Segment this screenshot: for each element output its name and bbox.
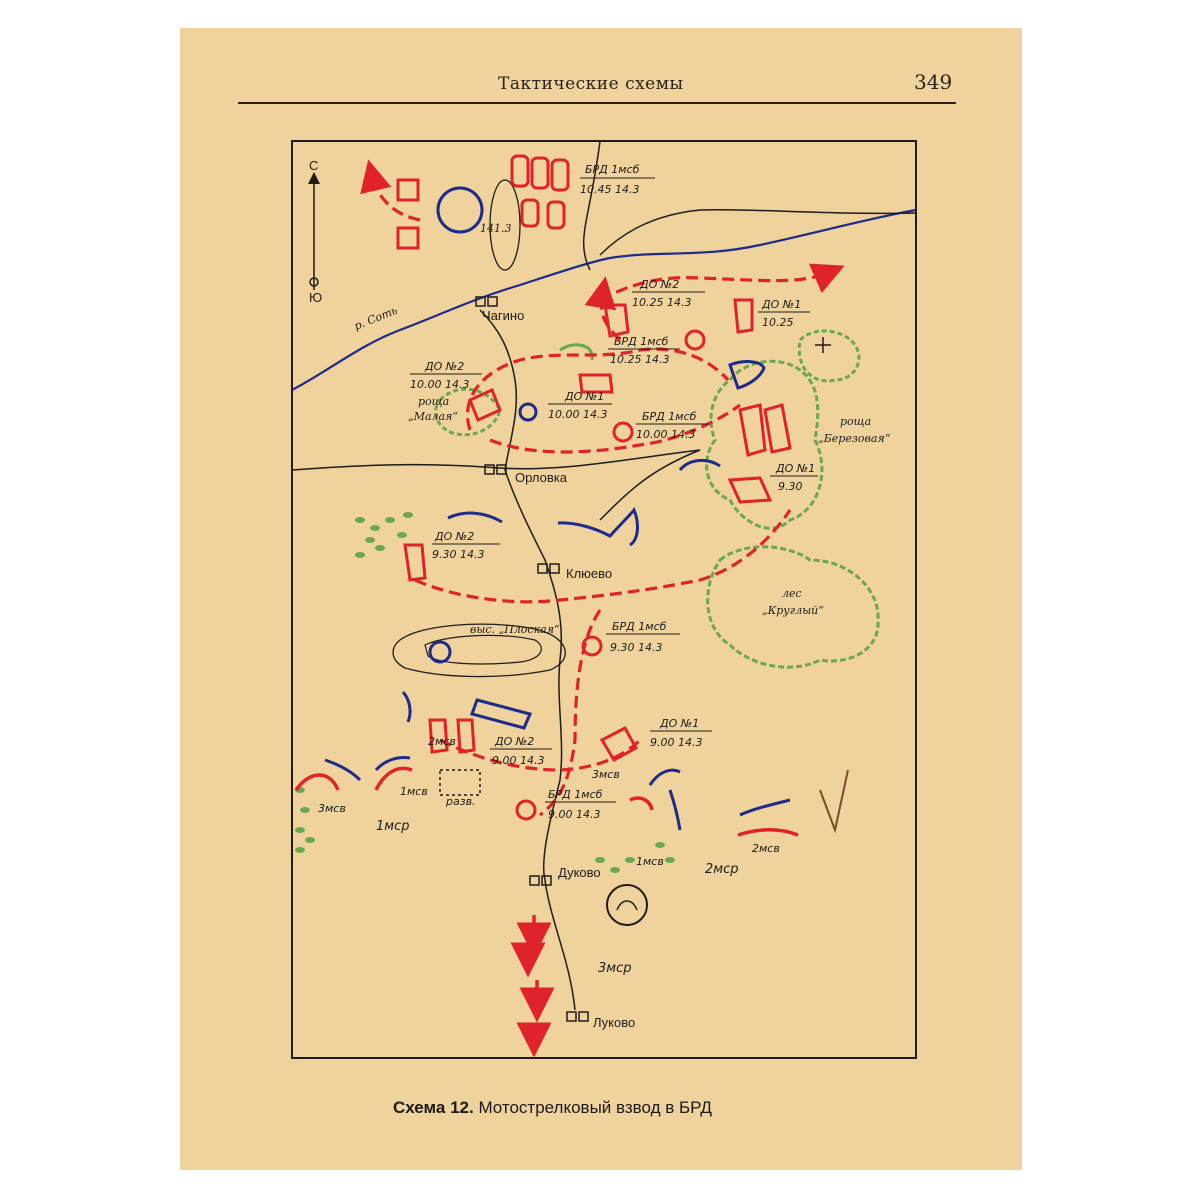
- river-label: р. Соть: [352, 304, 399, 333]
- annotation-do1-1000: ДО №1 10.00 14.3: [548, 390, 612, 421]
- height-ploskaya-label: выс. „Плоская“: [470, 623, 560, 636]
- page-number: 349: [914, 70, 953, 94]
- caption-text: Мотострелковый взвод в БРД: [478, 1098, 712, 1117]
- unit-3msv-mid: 3мсв: [592, 768, 620, 781]
- annotation-brd-900: БРД 1мсб 9.00 14.3: [545, 788, 616, 821]
- caption-prefix: Схема 12.: [393, 1098, 474, 1117]
- unit-2msr: 2мср: [705, 862, 738, 877]
- page-header-title: Тактические схемы: [498, 74, 684, 94]
- unit-1msv-mid: 1мсв: [636, 855, 664, 868]
- height-141-label: 141.3: [480, 222, 512, 235]
- annotation-time: 9.00 14.3: [548, 808, 600, 821]
- header-rule: [238, 102, 956, 104]
- annotation-do2-930: ДО №2 9.30 14.3: [432, 530, 500, 561]
- annotation-title: ДО №2: [639, 278, 679, 291]
- annotation-time: 9.00 14.3: [650, 736, 702, 749]
- friendly-vehicles: [396, 154, 792, 821]
- friendly-routes: [360, 159, 845, 817]
- woods: [295, 329, 880, 873]
- annotation-time: 10.25 14.3: [610, 353, 669, 366]
- annotation-brd-top: БРД 1мсб 10.45 14.3: [580, 163, 655, 196]
- settlement-dukovo: Дуково: [558, 865, 601, 880]
- grove-berezovaya-label-1: роща: [840, 415, 871, 428]
- friendly-lines: [294, 766, 799, 1058]
- unit-1msr: 1мср: [376, 819, 409, 834]
- height-ploskaya: [392, 179, 566, 678]
- unit-2msv-right: 2мсв: [752, 842, 780, 855]
- annotation-time: 9.30 14.3: [432, 548, 484, 561]
- annotation-time: 9.30: [778, 480, 803, 493]
- annotation-do2-1000: ДО №2 10.00 14.3: [410, 360, 482, 391]
- grove-berezovaya-label-2: „Березовая“: [818, 432, 891, 445]
- annotation-title: ДО №1: [659, 717, 699, 730]
- annotation-time: 10.00 14.3: [410, 378, 469, 391]
- forest-krugly-label-2: „Круглый“: [762, 604, 824, 617]
- annotation-time: 10.00 14.3: [548, 408, 607, 421]
- settlement-lukovo: Луково: [593, 1015, 635, 1030]
- settlement-chagino: Чагино: [482, 308, 524, 323]
- unit-1msv-left: 1мсв: [400, 785, 428, 798]
- annotation-title: БРД 1мсб: [585, 163, 640, 176]
- unit-labels: 2мсв 1мсв 3мсв разв. 1мср 3мсв 1мсв 2мср…: [318, 735, 780, 976]
- roads: [291, 140, 917, 1011]
- compass-south-label: Ю: [309, 290, 322, 305]
- unit-3msr: 3мср: [598, 961, 631, 976]
- annotation-time: 10.25: [762, 316, 794, 329]
- annotation-time: 9.00 14.3: [492, 754, 544, 767]
- annotation-title: ДО №1: [775, 462, 815, 475]
- annotation-do1-1025: ДО №1 10.25: [758, 298, 810, 329]
- river: р. Соть: [291, 208, 917, 391]
- annotation-brd-1000: БРД 1мсб 10.00 14.3: [636, 410, 708, 441]
- compass: С Ю: [308, 158, 322, 305]
- settlement-klyuevo: Клюево: [566, 566, 612, 581]
- settlements: Чагино Орловка Клюево Дуково Луково: [475, 296, 635, 1030]
- annotation-title: БРД 1мсб: [642, 410, 697, 423]
- annotation-title: ДО №2: [494, 735, 534, 748]
- annotation-do1-930: ДО №1 9.30: [770, 462, 818, 493]
- grove-malaya-label-2: „Малая“: [408, 410, 458, 423]
- map-frame: [291, 140, 917, 1059]
- terrain-labels: роща „Малая“ роща „Березовая“ лес „Кругл…: [408, 222, 891, 636]
- annotation-title: БРД 1мсб: [614, 335, 669, 348]
- annotation-brd-930: БРД 1мсб 9.30 14.3: [606, 620, 680, 654]
- book-page: [180, 28, 1022, 1170]
- annotation-brd-1025: БРД 1мсб 10.25 14.3: [608, 335, 680, 366]
- annotation-do2-1025: ДО №2 10.25 14.3: [632, 278, 705, 309]
- annotations: БРД 1мсб 10.45 14.3 ДО №2 10.25 14.3 ДО …: [410, 163, 818, 821]
- annotation-time: 10.00 14.3: [636, 428, 695, 441]
- annotation-time: 10.25 14.3: [632, 296, 691, 309]
- unit-2msv-left: 2мсв: [428, 735, 456, 748]
- settlement-orlovka: Орловка: [515, 470, 568, 485]
- annotation-do1-900: ДО №1 9.00 14.3: [650, 717, 712, 749]
- annotation-do2-900: ДО №2 9.00 14.3: [490, 735, 552, 767]
- annotation-title: ДО №2: [434, 530, 474, 543]
- annotation-title: ДО №1: [564, 390, 604, 403]
- grove-malaya-label-1: роща: [418, 395, 449, 408]
- unit-3msv-left: 3мсв: [318, 802, 346, 815]
- figure-caption: Схема 12. Мотострелковый взвод в БРД: [393, 1098, 712, 1118]
- annotation-time: 9.30 14.3: [610, 641, 662, 654]
- annotation-time: 10.45 14.3: [580, 183, 639, 196]
- annotation-title: БРД 1мсб: [612, 620, 667, 633]
- map-marks: [439, 337, 849, 926]
- annotation-title: ДО №2: [424, 360, 464, 373]
- forest-krugly-label-1: лес: [782, 587, 802, 600]
- unit-razv: разв.: [445, 795, 476, 808]
- compass-north-label: С: [309, 158, 318, 173]
- enemy-positions: [324, 186, 791, 831]
- annotation-title: БРД 1мсб: [548, 788, 603, 801]
- annotation-title: ДО №1: [761, 298, 801, 311]
